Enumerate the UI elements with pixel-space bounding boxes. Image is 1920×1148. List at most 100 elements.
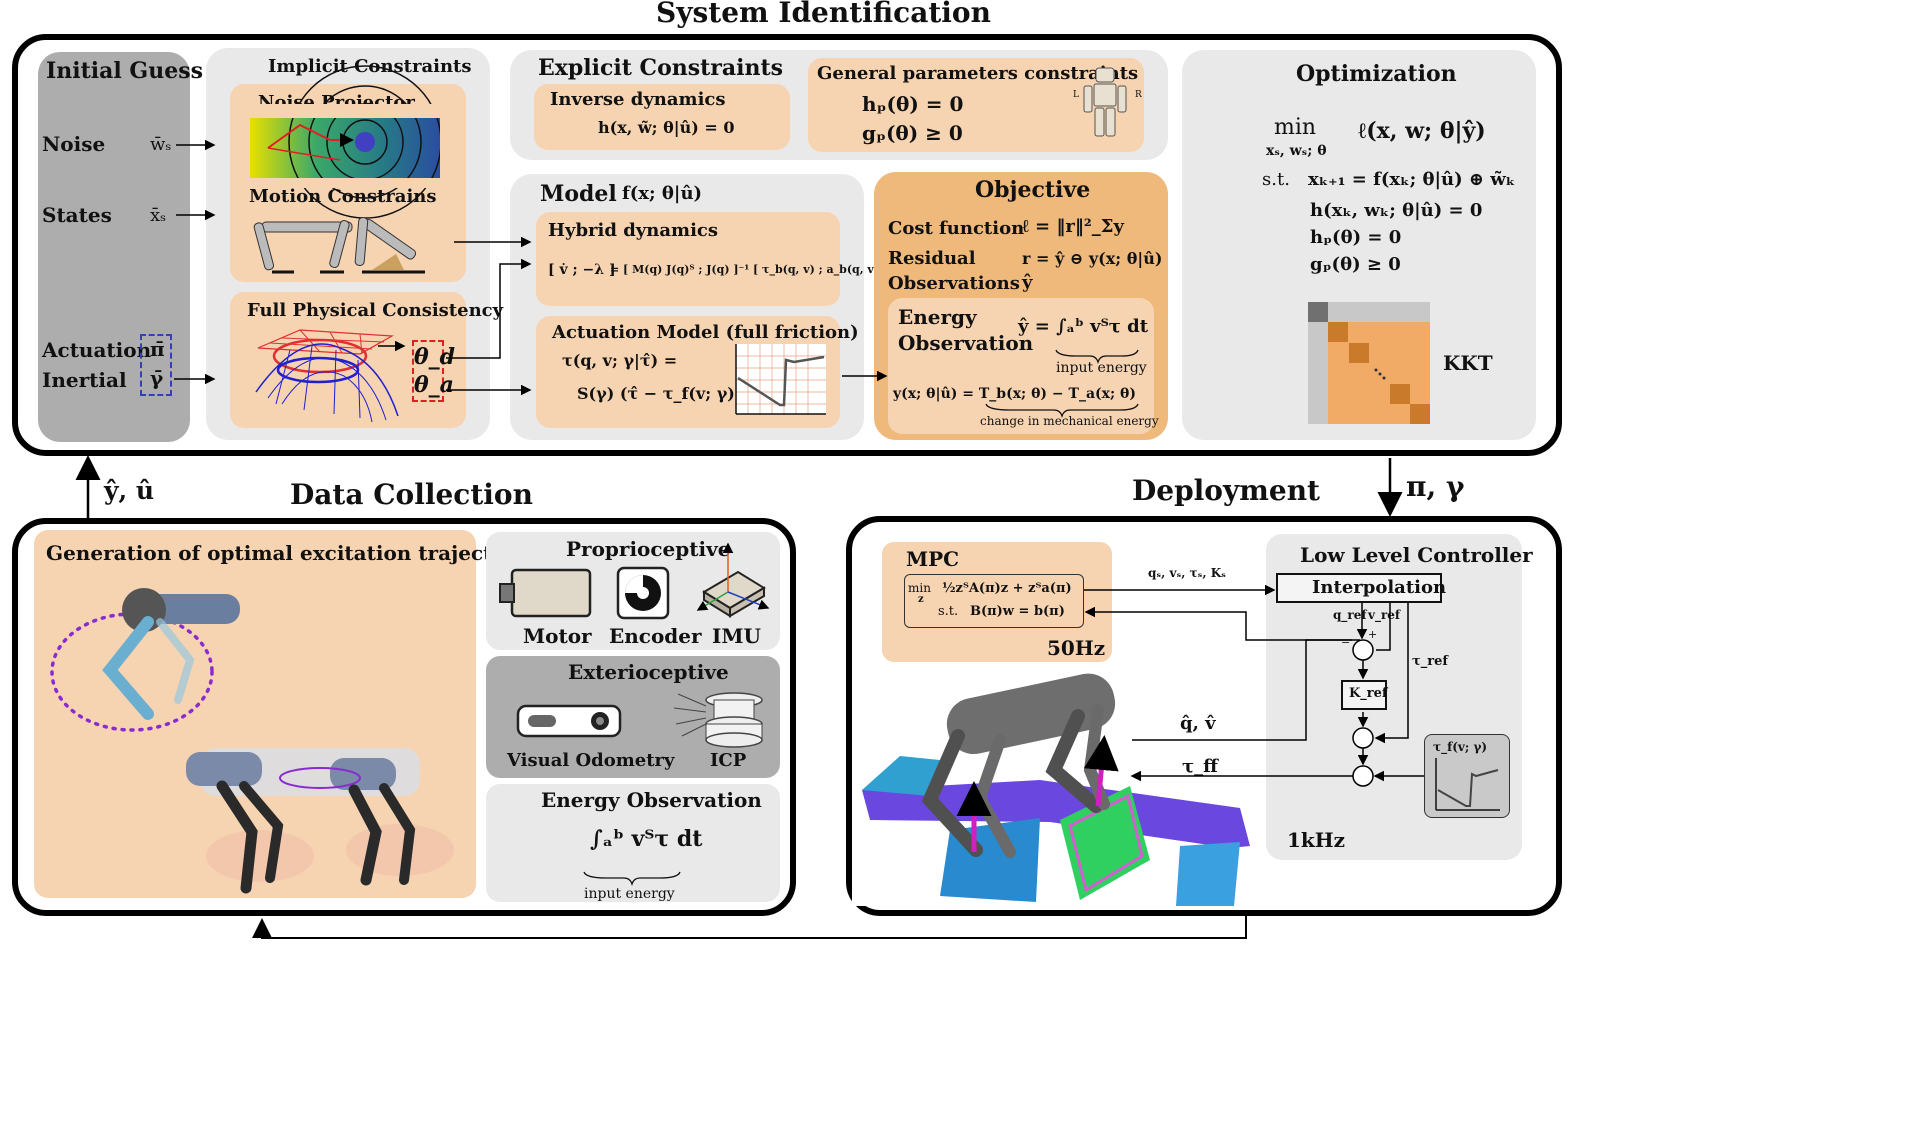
llc-rate: 1kHz <box>1287 828 1346 852</box>
hybrid-eq: = [ M(q) J(q)ᵀ ; J(q) ]⁻¹ [ τ_b(q, v) ; … <box>610 263 889 276</box>
actuation-model-title: Actuation Model (full friction) <box>552 322 859 343</box>
input-energy-brace <box>1055 349 1139 365</box>
inverse-dynamics-box <box>534 84 790 150</box>
hp-eq: hₚ(θ) = 0 <box>862 92 964 116</box>
deployment-to-data-arrow <box>252 914 1247 939</box>
mpc-min: min <box>908 581 931 595</box>
residual-eq: r = ŷ ⊖ y(x; θ|û) <box>1022 249 1163 268</box>
gp-eq: gₚ(θ) ≥ 0 <box>862 121 963 145</box>
sum-node-1 <box>1352 639 1374 661</box>
motion-constraint-graphic <box>253 217 425 274</box>
opt-c2: h(xₖ, wₖ; θ|û) = 0 <box>1310 200 1483 221</box>
motor-icon <box>499 568 592 618</box>
interpolation-label: Interpolation <box>1312 577 1447 598</box>
lidar-icon <box>673 692 763 748</box>
change-energy-label: change in mechanical energy <box>980 414 1159 428</box>
opt-st: s.t. <box>1262 169 1290 190</box>
mpc-min-sub: z <box>918 594 924 605</box>
actuation-eq1: τ(q, v; γ|τ̂) = <box>562 351 678 370</box>
model-title-eq: f(x; θ|û) <box>622 183 703 204</box>
tau-ff-label: τ_ff <box>1182 756 1218 777</box>
general-constraints-title: General parameters constraints <box>817 63 1139 84</box>
cost-function-label: Cost function <box>888 218 1025 239</box>
energy-observation-eq: ∫ₐᵇ vᵀτ dt <box>590 826 703 852</box>
full-physical-box <box>230 292 466 428</box>
residual-label: Residual <box>888 248 976 269</box>
inertial-label: Inertial <box>42 368 127 392</box>
kkt-label: KKT <box>1443 351 1493 375</box>
inverse-dynamics-eq: h(x, w̃; θ|û) = 0 <box>598 118 735 137</box>
deployment-frame <box>846 516 1562 916</box>
imu-label: IMU <box>712 624 761 648</box>
tau-ref-label: τ_ref <box>1412 654 1448 669</box>
opt-objective: ℓ(x, w; θ|ŷ) <box>1358 118 1486 144</box>
plus-sign-1: + <box>1368 628 1378 641</box>
optimization-title: Optimization <box>1296 61 1457 87</box>
mpc-formula-box <box>904 574 1084 628</box>
objective-title: Objective <box>975 177 1091 203</box>
y-eq: y(x; θ|û) = T_b(x; θ) − T_a(x; θ) <box>893 386 1136 402</box>
mpc-st: s.t. <box>938 604 959 619</box>
mpc-rate: 50Hz <box>1047 636 1106 660</box>
hybrid-dynamics-title: Hybrid dynamics <box>548 220 718 241</box>
mpc-title: MPC <box>906 547 960 571</box>
visual-odometry-label: Visual Odometry <box>507 750 675 771</box>
inverse-dynamics-title: Inverse dynamics <box>550 89 726 110</box>
energy-eq: ŷ = ∫ₐᵇ vᵀτ dt <box>1018 316 1149 337</box>
feedback-left-label: ŷ, û <box>104 476 155 505</box>
data-collection-title: Data Collection <box>290 478 533 511</box>
motor-label: Motor <box>523 624 592 648</box>
friction-label: τ_f(v; γ) <box>1433 740 1488 754</box>
actuation-friction-plot <box>735 344 826 415</box>
qv-hat-label: q̂, v̂ <box>1180 713 1216 734</box>
robot-left-label: L <box>1073 90 1079 100</box>
state-feedback-line <box>1132 639 1352 741</box>
mpc-signals: qₛ, vₛ, τₛ, Kₛ <box>1148 566 1226 580</box>
energy-input-brace <box>583 871 681 887</box>
opt-c4: gₚ(θ) ≥ 0 <box>1310 254 1401 275</box>
noise-symbol: w̄ₛ <box>150 134 172 155</box>
opt-min-sub: xₛ, wₛ; θ <box>1266 143 1327 159</box>
tau-ref-line <box>1374 603 1409 744</box>
states-symbol: x̄ₛ <box>150 205 167 226</box>
v-ref-label: v_ref <box>1368 608 1401 622</box>
input-energy-label: input energy <box>1056 360 1147 376</box>
theta-box <box>412 340 444 402</box>
sum-node-2 <box>1352 727 1374 749</box>
observations-eq: ŷ <box>1022 272 1033 293</box>
full-physical-title: Full Physical Consistency <box>247 300 504 321</box>
physical-consistency-graphic <box>255 329 399 423</box>
q-ref-label: q_ref <box>1333 608 1367 622</box>
interpolation-box <box>1276 573 1442 603</box>
mpc-panel <box>882 542 1112 662</box>
encoder-icon <box>616 566 670 620</box>
feedback-to-mpc-arrow <box>1084 606 1360 641</box>
explicit-constraints-title: Explicit Constraints <box>538 55 784 81</box>
actuation-label: Actuation <box>42 338 152 362</box>
sum-node-3 <box>1352 765 1374 787</box>
excitation-title: Generation of optimal excitation traject… <box>46 541 548 565</box>
feedback-right-label: π, γ <box>1406 470 1465 503</box>
hybrid-dynamics-box <box>536 212 840 306</box>
visual-odometry-icon <box>516 704 622 738</box>
v-ref-line <box>1376 603 1391 651</box>
cost-function-eq: ℓ = ‖r‖²_Σy <box>1022 216 1124 237</box>
change-energy-brace <box>985 403 1139 419</box>
encoder-label: Encoder <box>609 624 702 648</box>
system-identification-title: System Identification <box>656 0 991 29</box>
opt-c3: hₚ(θ) = 0 <box>1310 227 1402 248</box>
energy-label-1: Energy <box>898 305 977 329</box>
deployment-robot-scene <box>852 673 1250 906</box>
observations-label: Observations <box>888 273 1020 294</box>
energy-observation-box <box>888 298 1154 434</box>
friction-box <box>1424 734 1510 818</box>
mpc-objective: ½zᵀA(π)z + zᵀa(π) <box>942 581 1072 596</box>
data-collection-frame <box>12 518 796 916</box>
mpc-constraint: B(π)w = b(π) <box>970 604 1065 619</box>
pi-symbol: π̄ <box>150 337 165 361</box>
hybrid-lhs: [ v̇ ; −λ ] <box>548 262 616 278</box>
imu-icon <box>696 542 770 618</box>
llc-friction-plot <box>1435 758 1500 811</box>
initial-guess-title: Initial Guess <box>46 58 203 84</box>
minus-sign: − <box>1341 636 1351 649</box>
